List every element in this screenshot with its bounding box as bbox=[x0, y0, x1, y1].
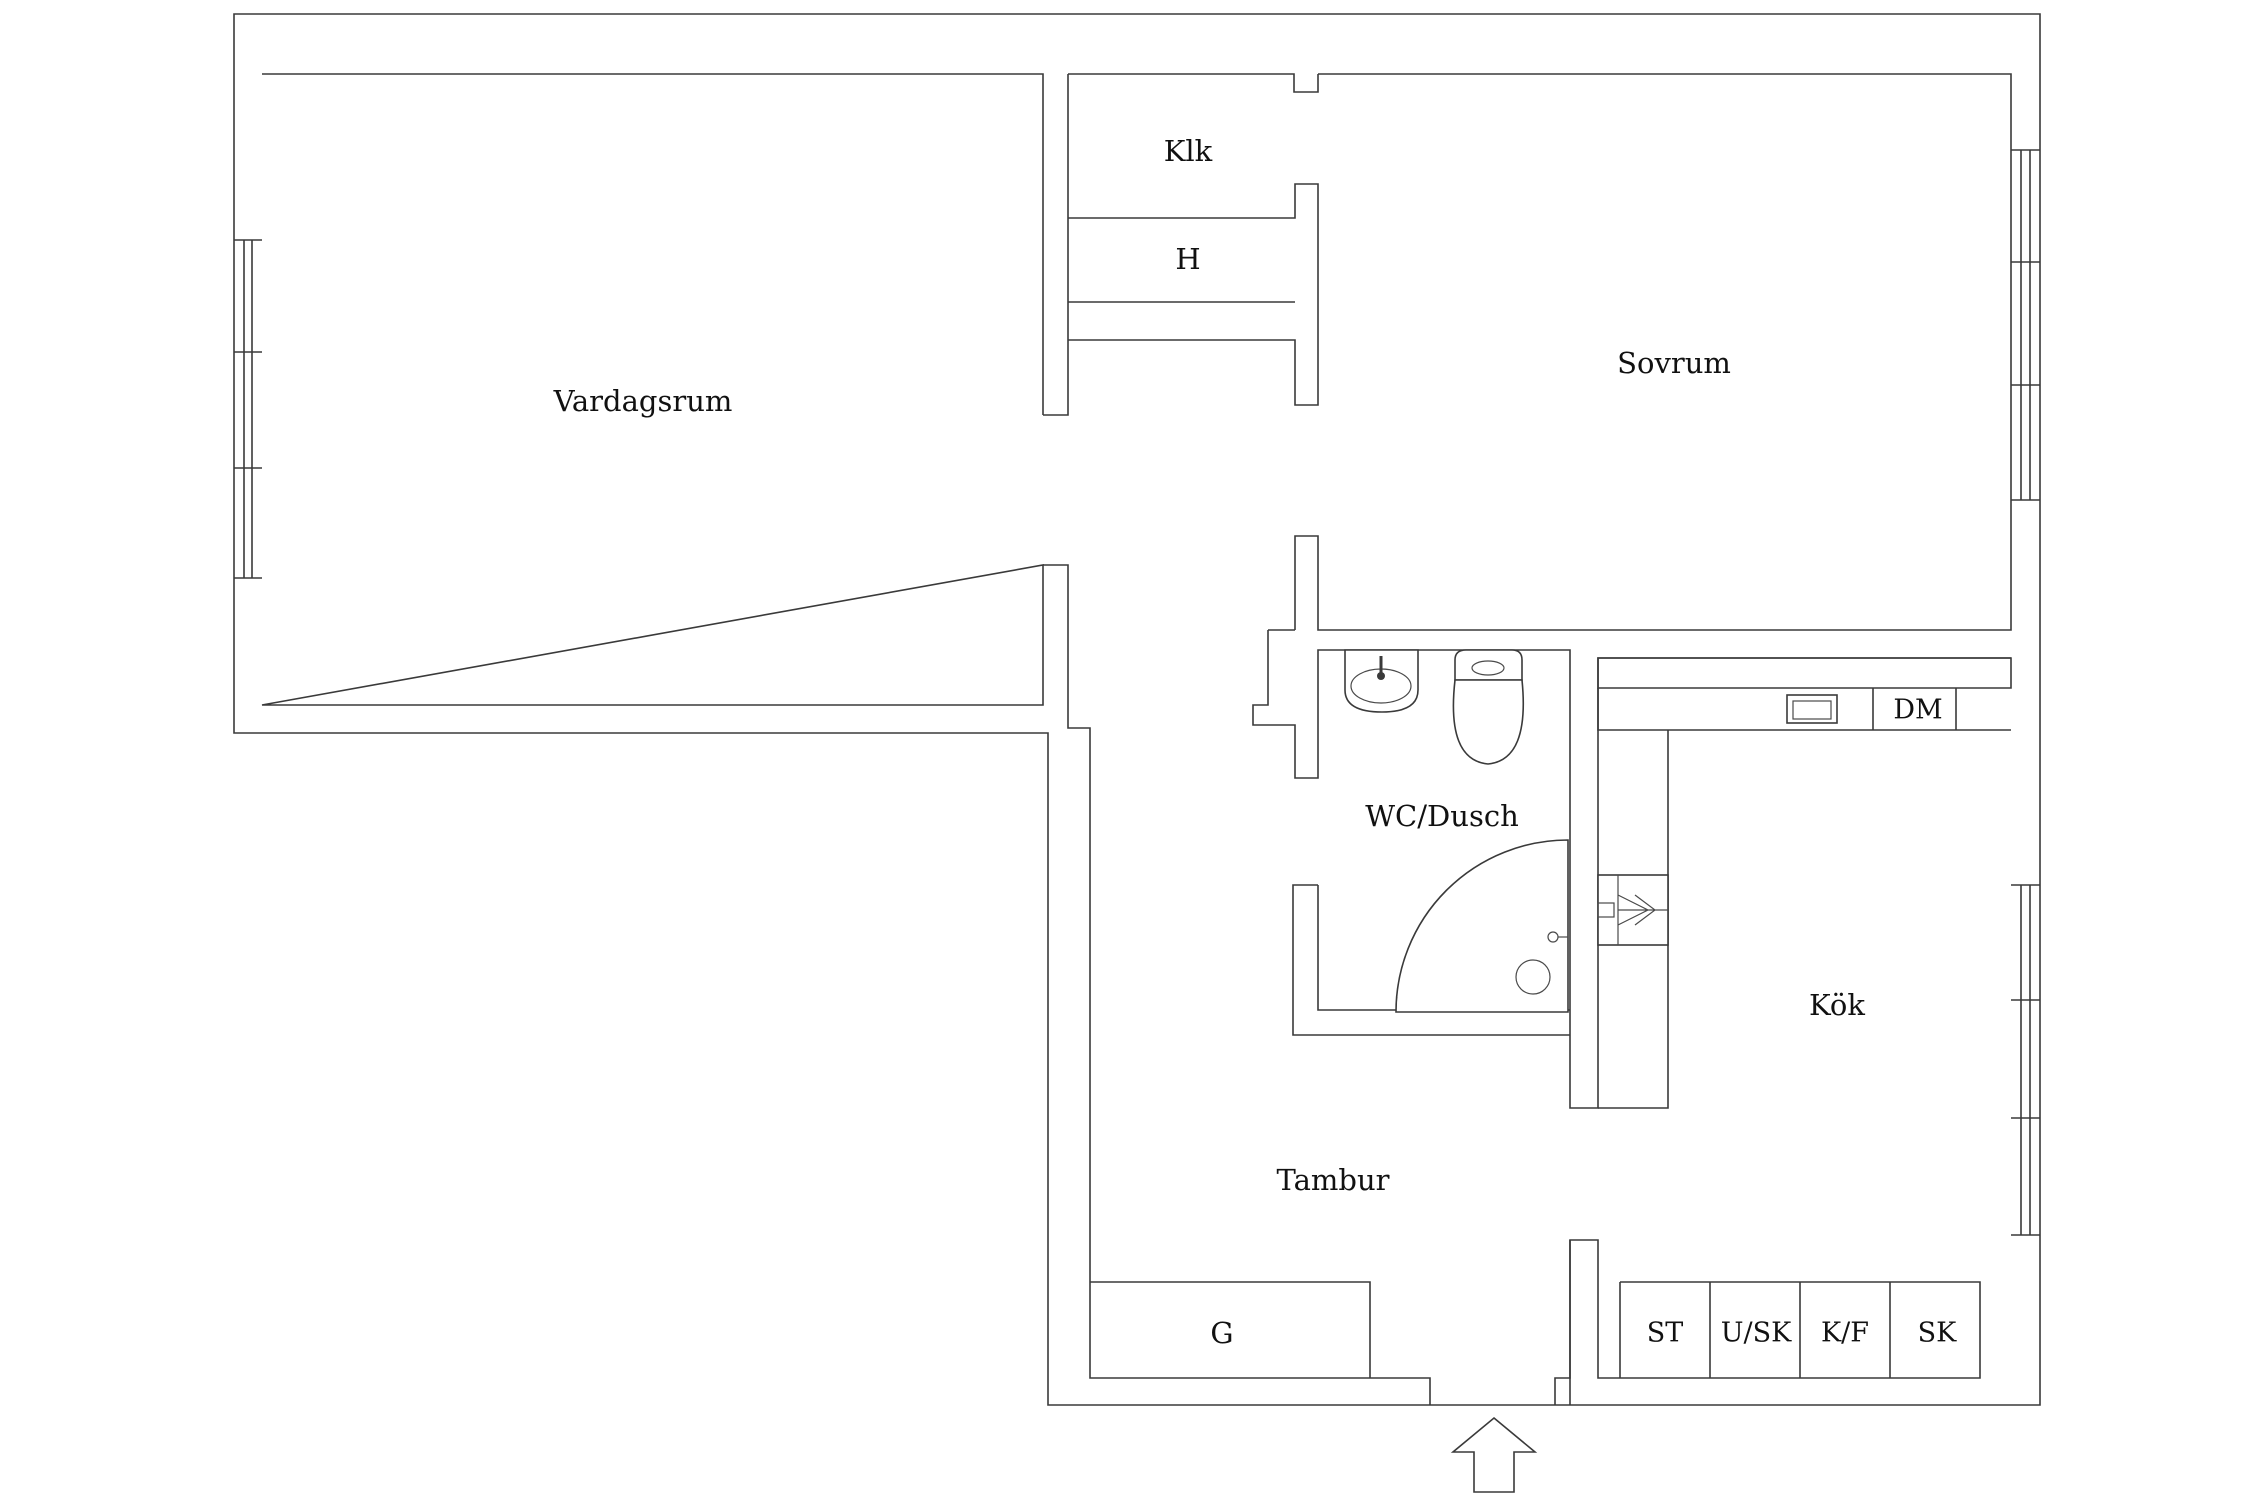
stove-icon bbox=[1597, 874, 1669, 946]
left-windows bbox=[234, 239, 262, 579]
klk-closet bbox=[1068, 73, 1319, 406]
vardagsrum-door-jamb bbox=[1043, 74, 1069, 705]
appliance-label-dm: DM bbox=[1893, 694, 1943, 726]
room-label-vardagsrum: Vardagsrum bbox=[553, 384, 733, 418]
vardagsrum-wall bbox=[261, 73, 1044, 706]
kok-counter-left bbox=[1598, 730, 1669, 1109]
kok-counter-top bbox=[1597, 657, 2012, 689]
kok-windows bbox=[2011, 884, 2040, 1236]
appliance-label-k-f: K/F bbox=[1820, 1317, 1870, 1349]
sink-icon bbox=[1344, 649, 1419, 713]
room-label-tambur: Tambur bbox=[1276, 1163, 1390, 1197]
kok-appliances bbox=[1569, 1239, 1981, 1405]
kok-counter-upper bbox=[1597, 688, 2011, 731]
entrance-arrow-icon bbox=[1450, 1416, 1538, 1493]
appliance-label-sk: SK bbox=[1917, 1317, 1957, 1349]
tambur-wall bbox=[1067, 705, 1571, 1405]
room-label-h: H bbox=[1175, 242, 1201, 276]
room-label-klk: Klk bbox=[1163, 134, 1213, 168]
toilet-icon bbox=[1452, 649, 1525, 765]
shower-icon bbox=[1395, 839, 1569, 1013]
appliance-label-u-sk: U/SK bbox=[1720, 1317, 1792, 1349]
room-label-g: G bbox=[1210, 1316, 1234, 1350]
sovrum-wall bbox=[1294, 73, 2012, 631]
room-label-kok: Kök bbox=[1809, 988, 1865, 1022]
outer-wall bbox=[233, 13, 2041, 1406]
kitchen-sink-icon bbox=[1786, 694, 1838, 724]
sovrum-windows bbox=[2011, 149, 2040, 501]
appliance-label-st: ST bbox=[1646, 1317, 1684, 1349]
room-label-sovrum: Sovrum bbox=[1617, 346, 1731, 380]
room-label-wc-dusch: WC/Dusch bbox=[1365, 799, 1519, 833]
shower-drain bbox=[1515, 959, 1551, 995]
